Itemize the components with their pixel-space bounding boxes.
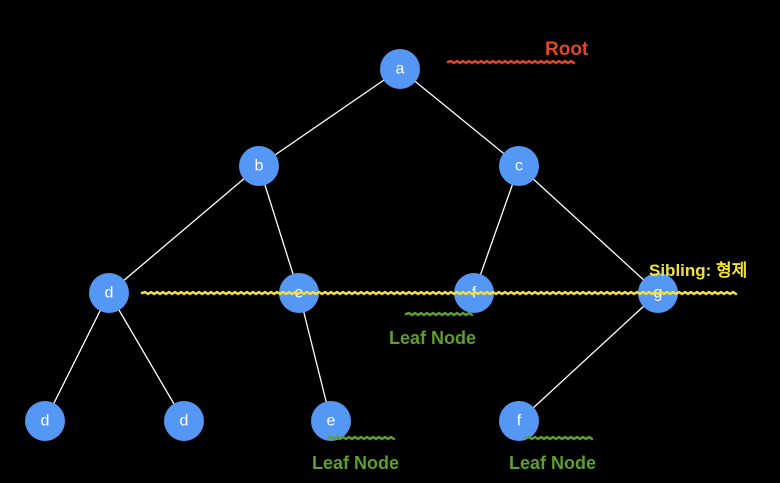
edge-d1-d2 (44, 292, 110, 422)
node-label-a: a (396, 61, 405, 78)
edge-c-g (518, 165, 659, 294)
edge-b-d1 (108, 165, 260, 294)
node-d2: d (25, 401, 65, 441)
node-circle-d3 (164, 401, 204, 441)
leaf-label-3: Leaf Node (509, 453, 596, 473)
edges-group (44, 68, 659, 422)
edge-g-f2 (518, 292, 659, 422)
node-b: b (239, 146, 279, 186)
node-circle-a (380, 49, 420, 89)
node-d3: d (164, 401, 204, 441)
node-label-f2: f (517, 413, 522, 430)
node-f2: f (499, 401, 539, 441)
edge-a-b (258, 68, 401, 167)
sibling-line (140, 290, 738, 296)
edge-b-e1 (258, 165, 300, 294)
leaf-label-2: Leaf Node (312, 453, 399, 473)
leaf-label-1: Leaf Node (389, 328, 476, 348)
node-label-e2: e (327, 413, 336, 430)
node-label-b: b (255, 158, 264, 175)
node-label-d2: d (41, 413, 50, 430)
node-d1: d (89, 273, 129, 313)
node-circle-f2 (499, 401, 539, 441)
node-circle-e2 (311, 401, 351, 441)
leaf-underline-2 (326, 435, 396, 441)
leaf-underline-3 (524, 435, 594, 441)
node-label-c: c (515, 158, 523, 175)
edge-d1-d3 (108, 292, 185, 422)
node-c: c (499, 146, 539, 186)
root-underline (446, 59, 576, 65)
annotations-group: Root Sibling: 형제 Leaf Node Leaf Node Lea… (140, 39, 747, 473)
leaf-underline-1 (404, 311, 474, 317)
node-a: a (380, 49, 420, 89)
node-circle-b (239, 146, 279, 186)
edge-c-f1 (473, 165, 520, 294)
node-circle-d2 (25, 401, 65, 441)
node-circle-d1 (89, 273, 129, 313)
node-circle-c (499, 146, 539, 186)
node-label-d3: d (180, 413, 189, 430)
node-e2: e (311, 401, 351, 441)
node-label-d1: d (105, 285, 114, 302)
sibling-label: Sibling: 형제 (649, 260, 747, 280)
root-label: Root (545, 39, 589, 60)
edge-a-c (399, 68, 520, 167)
edge-e1-e2 (298, 292, 332, 422)
